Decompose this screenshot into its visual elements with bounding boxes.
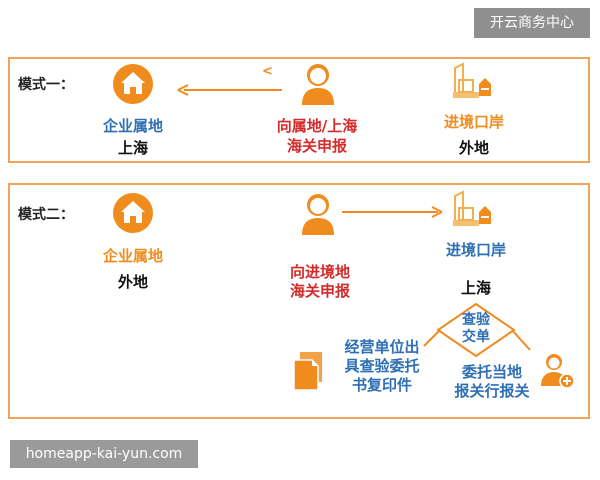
mode1-enterprise-location: 上海 bbox=[117, 139, 148, 157]
port-icon bbox=[453, 190, 491, 226]
mode1-label: 模式一： bbox=[18, 77, 74, 93]
home-icon bbox=[113, 64, 153, 104]
diamond-line2: 交单 bbox=[462, 329, 490, 345]
inspection-diamond bbox=[423, 302, 531, 358]
port-icon bbox=[453, 62, 491, 98]
mode2-enterprise-location: 外地 bbox=[117, 273, 148, 291]
mode1-declare-line2: 海关申报 bbox=[286, 137, 347, 155]
mode1-flow-arrow bbox=[177, 84, 282, 96]
doc-line2: 具查验委托 bbox=[344, 357, 420, 375]
agent-line1: 委托当地 bbox=[461, 363, 522, 381]
brand-badge: 开云商务中心 bbox=[474, 8, 590, 38]
mode1-declare-line1: 向属地/上海 bbox=[276, 117, 358, 135]
mode2-declare-line1: 向进境地 bbox=[289, 263, 350, 281]
agent-line2: 报关行报关 bbox=[454, 382, 530, 400]
mode2-port-location: 上海 bbox=[460, 279, 491, 297]
document-icon bbox=[293, 352, 322, 391]
doc-line3: 书复印件 bbox=[351, 376, 412, 394]
mode1-port-location: 外地 bbox=[458, 139, 489, 157]
diamond-line1: 查验 bbox=[462, 312, 490, 328]
mode1-panel bbox=[8, 57, 590, 163]
mode2-enterprise-title: 企业属地 bbox=[102, 247, 163, 265]
person-icon bbox=[302, 194, 334, 235]
mode2-flow-arrow bbox=[342, 206, 443, 218]
mode1-port-title: 进境口岸 bbox=[443, 113, 504, 131]
mode2-label: 模式二： bbox=[18, 207, 74, 223]
doc-line1: 经营单位出 bbox=[344, 338, 420, 356]
mode2-declare-line2: 海关申报 bbox=[289, 282, 350, 300]
mode1-arrow-mark: < bbox=[262, 64, 273, 79]
add-user-icon bbox=[541, 354, 575, 389]
mode1-enterprise-title: 企业属地 bbox=[102, 117, 163, 135]
person-icon bbox=[302, 64, 334, 105]
mode2-port-title: 进境口岸 bbox=[445, 241, 506, 259]
watermark: homeapp-kai-yun.com bbox=[10, 440, 198, 468]
home-icon bbox=[113, 193, 153, 233]
